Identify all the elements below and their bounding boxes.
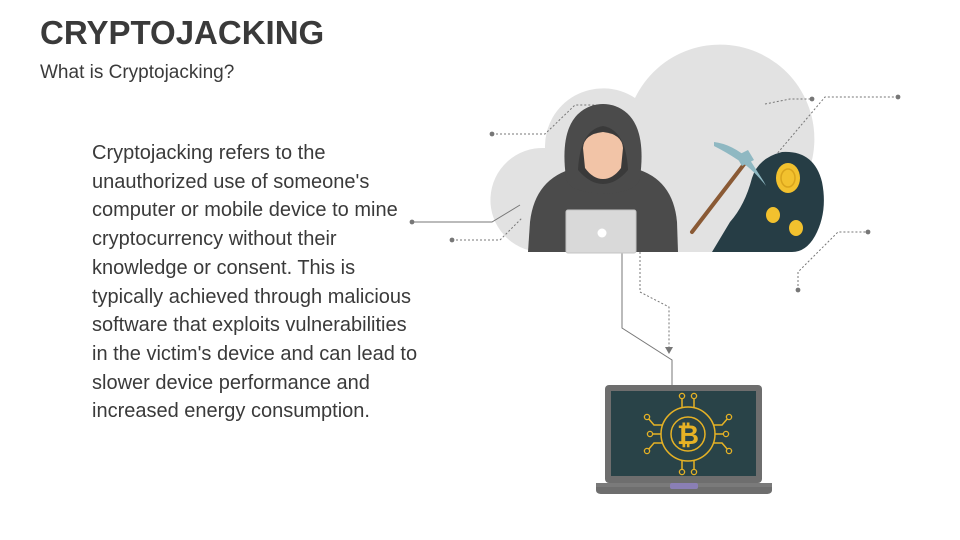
bitcoin-circuit-nodes xyxy=(643,392,733,476)
slide-subtitle: What is Cryptojacking? xyxy=(40,62,235,83)
pickaxe-icon xyxy=(690,142,766,234)
laptop-icon xyxy=(565,209,637,254)
connector-dots xyxy=(409,94,901,354)
connector-lines xyxy=(412,96,898,385)
slide-title: CRYPTOJACKING xyxy=(40,14,325,51)
bitcoin-symbol: ₿ xyxy=(677,420,699,451)
gold-coin-icon xyxy=(766,163,803,236)
bitcoin-circuit-icon xyxy=(647,397,729,471)
body-paragraph: Cryptojacking refers to the unauthorized… xyxy=(92,142,418,423)
